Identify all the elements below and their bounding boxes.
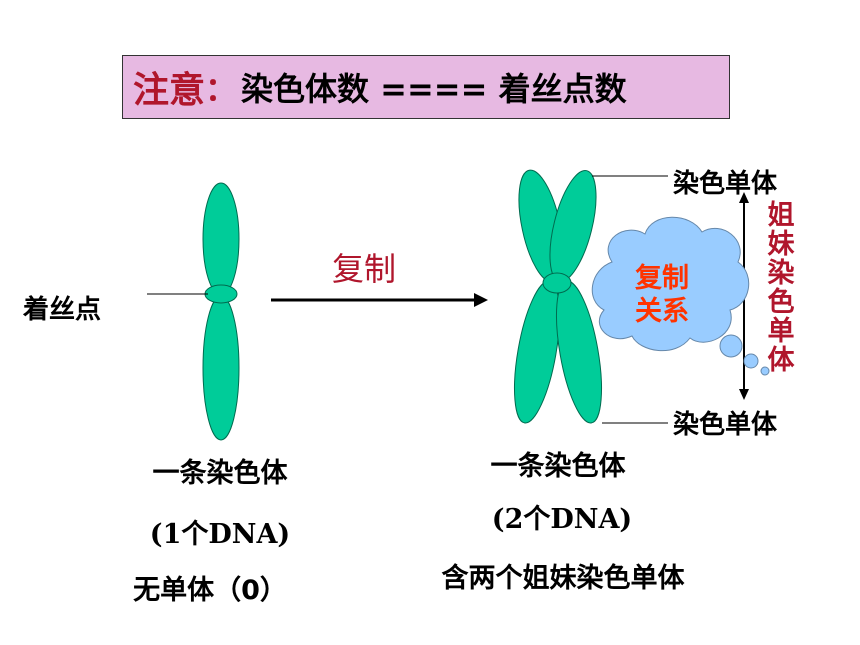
left-caption-dna: (1个DNA): [149, 519, 291, 550]
sister-char-2: 妹: [767, 229, 795, 260]
cloud-bubble-medium: [743, 353, 759, 369]
cloud-bubble-small: [760, 366, 770, 376]
replication-label: 复制: [332, 250, 397, 288]
cloud-text: 复制 关系: [622, 262, 702, 328]
chromosome-upper-arm: [202, 182, 240, 296]
cloud-text-line1: 复制: [635, 263, 689, 294]
cloud-bubble-large: [719, 334, 743, 358]
sister-chromatids-vertical-label: 姐 妹 染 色 单 体: [764, 201, 798, 375]
title-prefix: 注意: [133, 70, 206, 111]
replicated-centromere: [542, 272, 572, 294]
replication-arrow: [271, 293, 488, 307]
cloud-text-line2: 关系: [635, 296, 689, 327]
centromere-label: 着丝点: [23, 295, 102, 325]
sister-char-5: 单: [767, 316, 795, 347]
right-caption-chromatids: 含两个姐妹染色单体: [441, 563, 685, 594]
chromatid-bottom-label: 染色单体: [673, 410, 778, 440]
title-separator: ：: [205, 70, 238, 108]
title-body: 染色体数 ==== 着丝点数: [241, 70, 627, 108]
sister-char-1: 姐: [767, 200, 795, 231]
left-caption-chromatids: 无单体（0）: [133, 575, 287, 606]
sister-char-4: 色: [767, 287, 795, 318]
right-caption-title: 一条染色体: [490, 451, 626, 482]
centromere-mark: [204, 284, 238, 304]
chromosome-lower-arm: [202, 295, 240, 441]
sister-char-3: 染: [767, 258, 795, 289]
sister-char-6: 体: [767, 345, 795, 376]
thought-cloud: [591, 216, 770, 376]
single-chromosome: [202, 182, 240, 441]
left-caption-title: 一条染色体: [152, 458, 288, 489]
right-caption-dna: (2个DNA): [491, 504, 633, 535]
replicated-chromosome: [513, 169, 603, 424]
title-banner: 注意：染色体数 ==== 着丝点数: [122, 55, 730, 119]
chromatid-top-label: 染色单体: [673, 169, 778, 199]
